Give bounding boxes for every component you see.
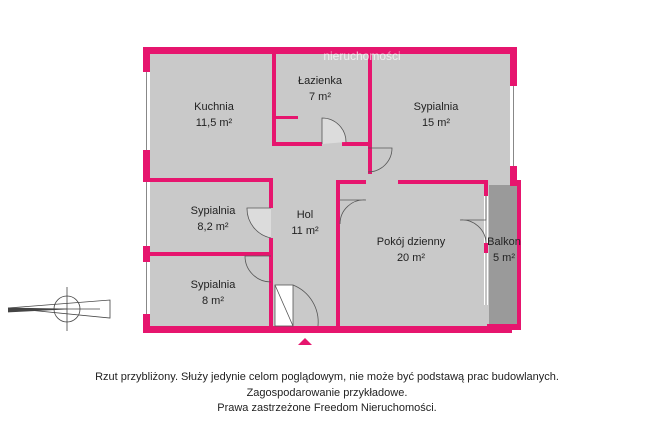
room-area: 20 m² [397, 252, 425, 264]
room-balkon: Balkon 5 m² [487, 236, 521, 264]
room-name: Balkon [487, 236, 521, 248]
compass-icon [7, 287, 111, 331]
floor-area [149, 52, 512, 327]
room-area: 15 m² [422, 117, 450, 129]
room-name: Hol [297, 209, 314, 221]
footer-arrangement: Zagospodarowanie przykładowe. [246, 387, 408, 399]
room-name: Łazienka [298, 75, 343, 87]
room-name: Pokój dzienny [377, 236, 446, 248]
door-sypialnia-ne [367, 147, 393, 173]
room-lazienka: Łazienka 7 m² [298, 75, 343, 103]
room-area: 8,2 m² [197, 221, 229, 233]
watermark: nieruchomości [323, 49, 400, 63]
room-area: 8 m² [202, 295, 224, 307]
room-sypialnia-ne: Sypialnia 15 m² [414, 101, 460, 129]
room-name: Sypialnia [191, 279, 237, 291]
room-area: 7 m² [309, 91, 331, 103]
room-name: Kuchnia [194, 101, 235, 113]
footer-disclaimer: Rzut przybliżony. Służy jedynie celom po… [95, 371, 559, 383]
room-area: 11 m² [291, 225, 319, 237]
room-sypialnia-sw: Sypialnia 8 m² [191, 279, 237, 307]
footer-copyright: Prawa zastrzeżone Freedom Nieruchomości. [217, 402, 437, 414]
room-sypialnia-w: Sypialnia 8,2 m² [191, 205, 237, 233]
door-sypialnia-sw [244, 255, 272, 283]
door-lazienka [321, 117, 347, 144]
entrance-arrow-icon [298, 338, 312, 345]
door-sypialnia-w [246, 207, 272, 239]
room-hol: Hol 11 m² [291, 209, 319, 237]
room-name: Sypialnia [414, 101, 460, 113]
interior-walls [150, 52, 488, 328]
door-balkon [459, 196, 487, 244]
entrance-door-swing [292, 284, 319, 327]
balcony-floor [489, 185, 519, 325]
room-area: 5 m² [493, 252, 515, 264]
room-area: 11,5 m² [196, 117, 233, 129]
doors [244, 117, 487, 283]
room-kuchnia: Kuchnia 11,5 m² [194, 101, 235, 129]
door-pokoj [339, 199, 367, 225]
room-name: Sypialnia [191, 205, 237, 217]
room-pokoj-dzienny: Pokój dzienny 20 m² [377, 236, 446, 264]
